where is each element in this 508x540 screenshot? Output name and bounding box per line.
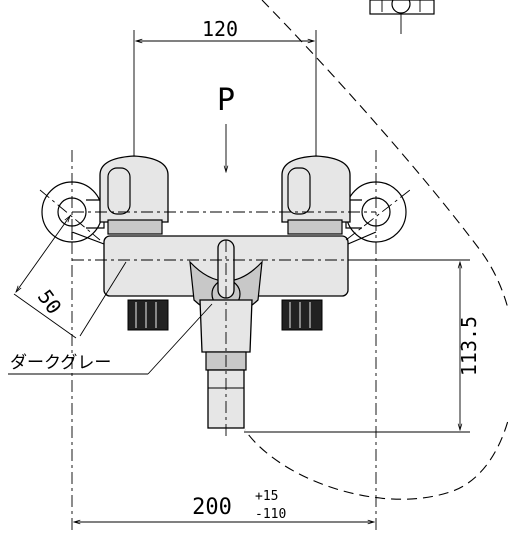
dim-113-label: 113.5 bbox=[457, 316, 481, 376]
left-handle bbox=[99, 155, 169, 235]
right-dark-knob bbox=[281, 299, 323, 331]
dim-50-label: 50 bbox=[33, 285, 67, 319]
dim-200-tol-plus: +15 bbox=[255, 489, 278, 504]
dim-50-line bbox=[16, 216, 70, 292]
dim-200-label: 200 bbox=[192, 495, 232, 520]
left-dark-knob bbox=[127, 299, 169, 331]
dim-120-label: 120 bbox=[202, 17, 238, 41]
right-handle bbox=[281, 155, 351, 235]
fitting-detail bbox=[369, 0, 435, 34]
dim-200-tol-minus: -110 bbox=[255, 507, 286, 522]
color-note-label: ダークグレー bbox=[10, 353, 111, 373]
spout-swing-arc bbox=[244, 0, 508, 500]
view-arrow-label: P bbox=[217, 83, 235, 118]
